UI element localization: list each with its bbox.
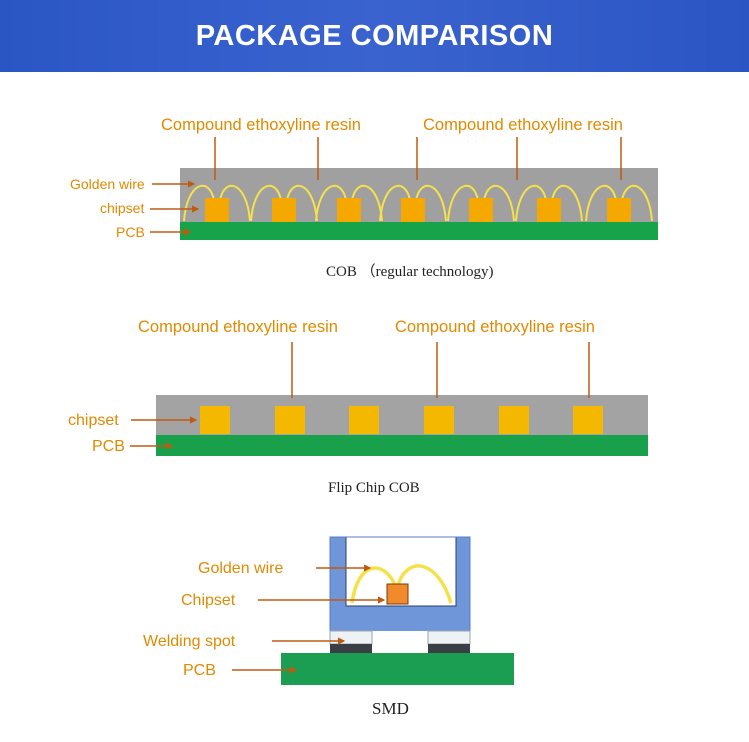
flip-chip-chipset-label: chipset: [68, 412, 119, 429]
cob-golden-wire: [483, 184, 515, 222]
flip-chip-units: [200, 406, 603, 434]
flip-chip-resin-label-left: Compound ethoxyline resin: [138, 318, 338, 336]
cob-golden-wire: [379, 184, 411, 222]
flip-chip-section: Compound ethoxyline resin Compound ethox…: [68, 318, 648, 496]
flip-chip-chip: [275, 406, 305, 434]
flip-chip-chip: [349, 406, 379, 434]
page-title: PACKAGE COMPARISON: [195, 19, 554, 52]
smd-section: Golden wire Chipset Welding spot PCB SMD: [143, 536, 514, 718]
cob-golden-wire: [551, 184, 583, 222]
cob-chip: [272, 198, 296, 222]
cob-section: Compound ethoxyline resin Compound ethox…: [70, 116, 658, 280]
cob-golden-wire: [415, 184, 447, 222]
cob-golden-wire: [315, 184, 347, 222]
cob-golden-wire: [585, 184, 617, 222]
smd-chip: [386, 583, 409, 605]
cob-golden-wire: [447, 184, 479, 222]
flip-chip-resin: [156, 395, 648, 437]
cob-golden-wire-label: Golden wire: [70, 176, 145, 192]
smd-welding-spot-label: Welding spot: [143, 633, 236, 650]
cob-chip: [401, 198, 425, 222]
header-banner: PACKAGE COMPARISON: [0, 0, 749, 72]
cob-chip: [337, 198, 361, 222]
flip-chip-chip: [424, 406, 454, 434]
flip-chip-chip: [573, 406, 603, 434]
smd-pcb-label: PCB: [183, 662, 216, 679]
flip-chip-pcb-label: PCB: [92, 438, 125, 455]
smd-pcb: [281, 653, 514, 685]
cob-pcb-label: PCB: [116, 224, 145, 240]
smd-chipset-label: Chipset: [181, 592, 236, 609]
cob-resin-label-left: Compound ethoxyline resin: [161, 116, 361, 134]
cob-chip: [205, 198, 229, 222]
smd-golden-wire: [396, 564, 453, 604]
cob-golden-wire: [515, 184, 547, 222]
flip-chip-resin-label-right: Compound ethoxyline resin: [395, 318, 595, 336]
cob-chip: [469, 198, 493, 222]
smd-welding-spot: [329, 630, 373, 645]
flip-chip-pcb: [156, 435, 648, 456]
flip-chip-chip: [499, 406, 529, 434]
cob-resin-label-right: Compound ethoxyline resin: [423, 116, 623, 134]
smd-welding-solder: [428, 644, 470, 653]
cob-golden-wire: [219, 184, 251, 222]
flip-chip-caption: Flip Chip COB: [328, 480, 420, 496]
cob-golden-wire: [250, 184, 282, 222]
cob-chip: [607, 198, 631, 222]
smd-golden-wire-label: Golden wire: [198, 560, 283, 577]
cob-pcb: [180, 222, 658, 240]
cob-chipset-label: chipset: [100, 200, 144, 216]
cob-golden-wire: [286, 184, 318, 222]
cob-chip: [537, 198, 561, 222]
smd-cavity: [372, 631, 428, 649]
cob-chip-units: [183, 184, 653, 222]
smd-welding-spot: [427, 630, 471, 645]
smd-caption: SMD: [372, 699, 409, 718]
smd-golden-wire: [350, 566, 397, 604]
cob-golden-wire: [183, 184, 215, 222]
cob-caption: COB （regular technology): [326, 263, 493, 280]
smd-welding-solder: [330, 644, 372, 653]
smd-frame: [330, 537, 470, 632]
flip-chip-chip: [200, 406, 230, 434]
cob-golden-wire: [621, 184, 653, 222]
